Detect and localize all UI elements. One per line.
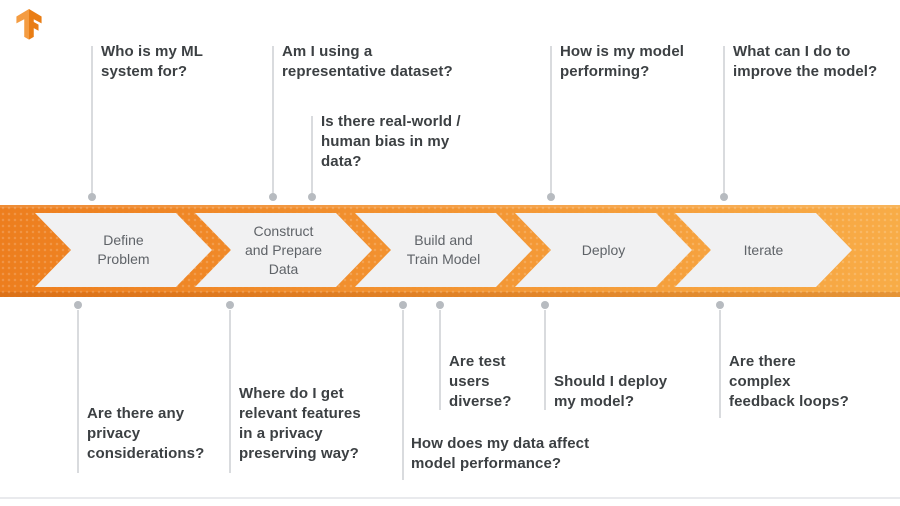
connector-line: [723, 46, 725, 194]
question-real-world-bias: Is there real-world / human bias in my d…: [321, 113, 461, 170]
connector-line: [544, 310, 546, 410]
connector-dot: [541, 301, 549, 309]
connector-dot: [399, 301, 407, 309]
stage-label: Define Problem: [97, 232, 150, 267]
tensorflow-logo-icon: [16, 9, 42, 40]
connector-dot: [720, 193, 728, 201]
connector-dot: [88, 193, 96, 201]
connector-line: [719, 310, 721, 418]
question-should-deploy: Should I deploy my model?: [554, 373, 668, 410]
connector-dot: [226, 301, 234, 309]
stage-label: Build and Train Model: [406, 232, 481, 267]
connector-line: [439, 310, 441, 410]
connector-line: [550, 46, 552, 194]
connector-line: [229, 310, 231, 473]
question-data-affect-performance: How does my data affect model performanc…: [411, 435, 590, 472]
stage-label: Deploy: [581, 241, 626, 258]
connector-dot: [74, 301, 82, 309]
connector-line: [272, 46, 274, 194]
question-privacy-preserving-features: Where do I get relevant features in a pr…: [239, 385, 361, 462]
question-model-performing: How is my model performing?: [560, 43, 685, 80]
stage-label: Construct and Prepare Data: [244, 222, 323, 277]
stage-label: Iterate: [743, 241, 784, 258]
connector-dot: [716, 301, 724, 309]
question-improve-model: What can I do to improve the model?: [733, 43, 878, 80]
question-feedback-loops: Are there complex feedback loops?: [729, 353, 849, 410]
question-privacy-considerations: Are there any privacy considerations?: [87, 405, 205, 462]
connector-line: [402, 310, 404, 480]
bottom-divider: [0, 497, 900, 499]
connector-line: [77, 310, 79, 473]
stage-chevron-build-train-model: Build and Train Model: [355, 213, 532, 287]
question-representative-dataset: Am I using a representative dataset?: [282, 43, 453, 80]
connector-dot: [436, 301, 444, 309]
connector-line: [91, 46, 93, 194]
connector-dot: [269, 193, 277, 201]
connector-line: [311, 116, 313, 194]
connector-dot: [308, 193, 316, 201]
connector-dot: [547, 193, 555, 201]
question-who-is-system-for: Who is my ML system for?: [101, 43, 204, 80]
question-test-users-diverse: Are test users diverse?: [449, 353, 512, 410]
